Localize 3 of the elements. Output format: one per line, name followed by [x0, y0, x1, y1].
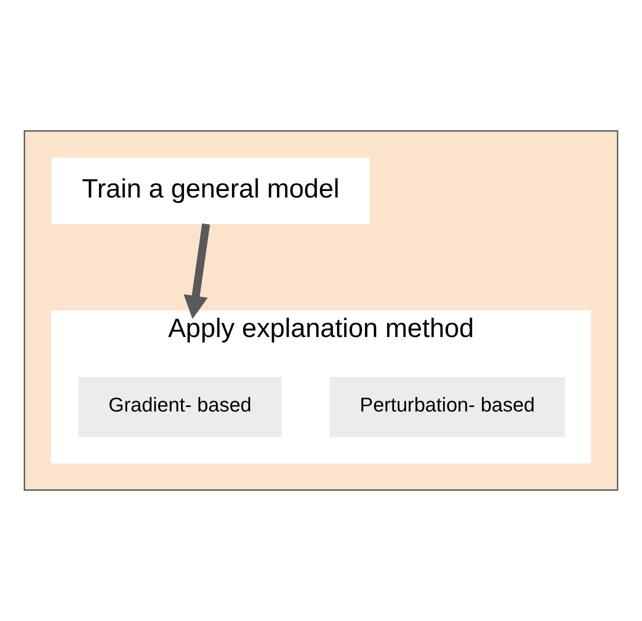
- arrow: [184, 224, 210, 319]
- node-box: Train a general model: [52, 158, 370, 224]
- cluster: [24, 130, 618, 491]
